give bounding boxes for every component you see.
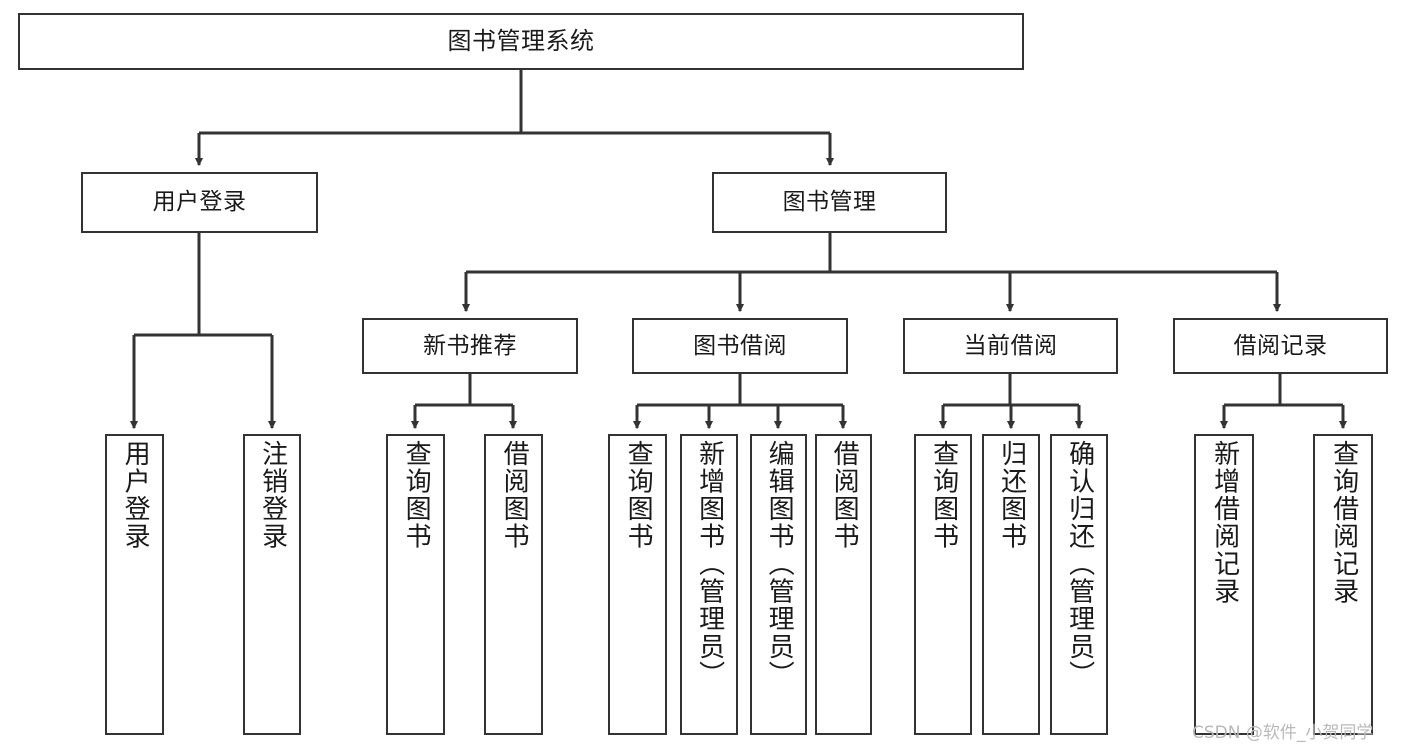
node-leaf-query-book-borrow[interactable]: 查询图书 [608,434,667,735]
csdn-watermark: CSDN @软件_小贺同学 [1192,723,1374,743]
node-leaf-return-book[interactable]: 归还图书 [982,434,1040,735]
node-leaf-borrow-book[interactable]: 借阅图书 [815,434,872,735]
node-label: 编辑图书（管理员） [764,440,795,689]
node-label: 新增借阅记录 [1209,440,1240,606]
node-leaf-confirm-return-admin[interactable]: 确认归还（管理员） [1050,434,1108,735]
node-label: 图书管理 [782,189,877,216]
node-leaf-edit-book-admin[interactable]: 编辑图书（管理员） [750,434,807,735]
node-label: 查询借阅记录 [1328,440,1359,606]
node-label: 当前借阅 [963,332,1058,359]
node-label: 查询图书 [928,440,959,551]
node-label: 图书管理系统 [447,26,595,55]
node-leaf-user-login[interactable]: 用户登录 [105,434,164,735]
node-label: 借阅图书 [829,440,860,551]
node-root-system[interactable]: 图书管理系统 [18,13,1024,70]
node-label: 查询图书 [401,440,432,551]
node-level1-book-management[interactable]: 图书管理 [712,172,947,233]
node-label: 确认归还（管理员） [1064,440,1095,689]
node-label: 借阅图书 [499,440,530,551]
node-leaf-logout[interactable]: 注销登录 [243,434,301,735]
node-leaf-query-borrow-record[interactable]: 查询借阅记录 [1313,434,1373,735]
node-label: 借阅记录 [1233,332,1328,359]
node-label: 新书推荐 [423,332,517,359]
node-label: 注销登录 [257,440,288,551]
node-label: 用户登录 [120,440,151,551]
node-level2-borrow-record[interactable]: 借阅记录 [1173,318,1388,374]
node-leaf-query-book-recommend[interactable]: 查询图书 [386,434,445,735]
node-label: 新增图书（管理员） [694,440,725,689]
node-leaf-borrow-book-recommend[interactable]: 借阅图书 [484,434,543,735]
node-label: 归还图书 [996,440,1027,551]
node-leaf-add-borrow-record[interactable]: 新增借阅记录 [1194,434,1254,735]
node-leaf-add-book-admin[interactable]: 新增图书（管理员） [680,434,738,735]
node-label: 图书借阅 [693,332,787,359]
node-leaf-query-book-current[interactable]: 查询图书 [914,434,972,735]
node-level1-user-login[interactable]: 用户登录 [81,172,318,233]
node-level2-book-borrow[interactable]: 图书借阅 [632,318,848,374]
node-label: 查询图书 [623,440,654,551]
node-level2-new-book-recommend[interactable]: 新书推荐 [362,318,578,374]
node-level2-current-borrow[interactable]: 当前借阅 [903,318,1118,374]
node-label: 用户登录 [152,189,247,216]
